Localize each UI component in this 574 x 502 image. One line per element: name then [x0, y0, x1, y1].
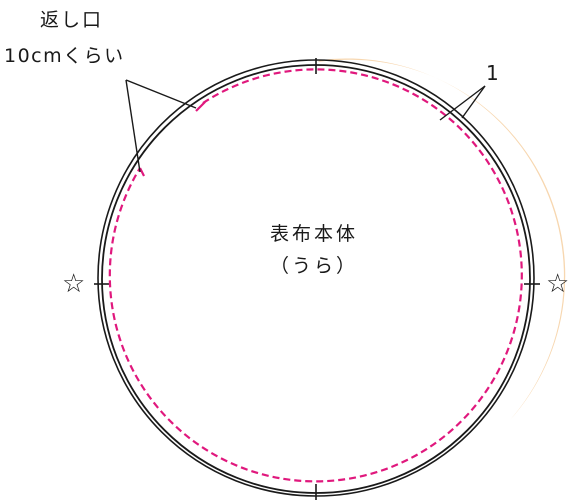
lining-outline	[97, 59, 535, 497]
opening-label-line1: 返し口	[40, 9, 103, 31]
body-label-line1: 表布本体	[270, 223, 358, 245]
opening-label-line2: 10cmくらい	[4, 45, 125, 67]
star-mark-right: ☆	[546, 269, 569, 299]
opening-end-top	[195, 101, 206, 112]
part-number-label: 1	[486, 61, 499, 85]
opening-leader-1	[125, 79, 197, 109]
body-circle	[101, 64, 531, 494]
opening-end-bottom	[139, 167, 145, 177]
part1-leader-1	[439, 85, 486, 121]
stitch-line	[108, 68, 523, 483]
part1-leader-2	[461, 85, 486, 119]
star-mark-left: ☆	[62, 269, 85, 299]
opening-leader-2	[125, 79, 141, 173]
body-label-line2: （うら）	[270, 255, 358, 277]
